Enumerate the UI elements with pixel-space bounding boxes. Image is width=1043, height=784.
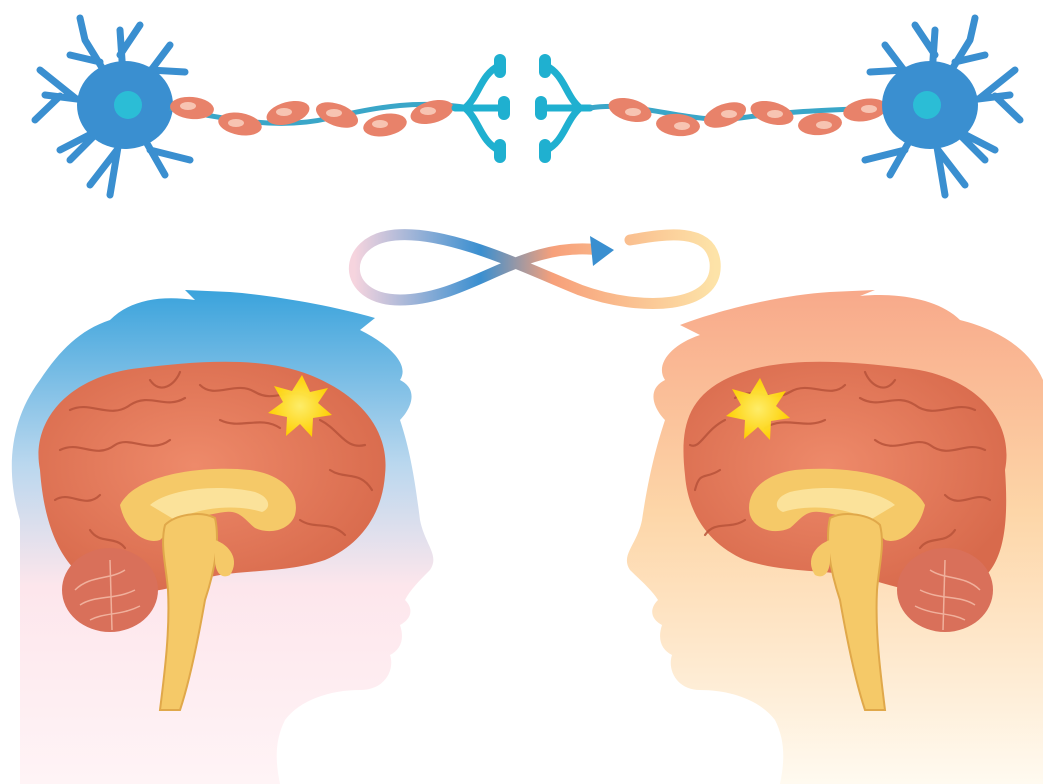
left-axon [169,95,470,140]
infinity-arrow-icon [354,235,715,304]
right-axon [590,94,889,138]
right-neuron-icon [865,18,1020,195]
right-synapse-icon [541,60,590,157]
left-synapse-icon [455,60,504,157]
left-neuron-icon [35,18,190,195]
